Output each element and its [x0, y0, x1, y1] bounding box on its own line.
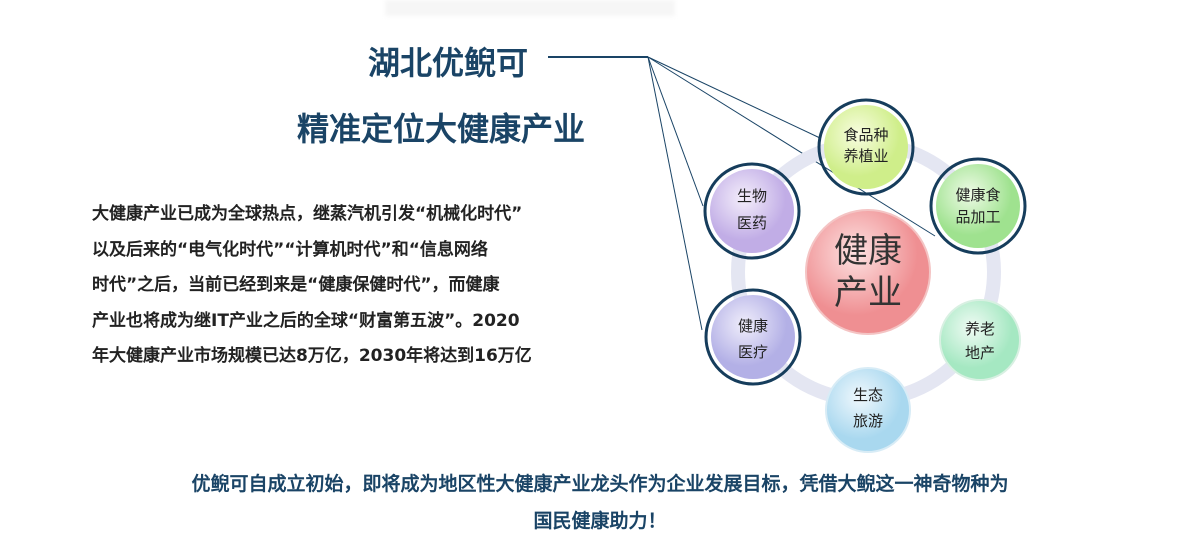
svg-text:医药: 医药: [737, 214, 767, 232]
subtitle: 精准定位大健康产业: [297, 110, 586, 148]
svg-text:生物: 生物: [737, 187, 767, 205]
svg-text:健康: 健康: [738, 317, 768, 335]
paragraph-line: 产业也将成为继IT产业之后的全球“财富第五波”。2020: [92, 310, 520, 331]
paragraph-line: 年大健康产业市场规模已达8万亿，2030年将达到16万亿: [92, 346, 532, 366]
svg-text:地产: 地产: [965, 344, 995, 362]
intro-paragraph: 大健康产业已成为全球热点，继蒸汽机引发“机械化时代” 以及后来的“电气化时代”“…: [92, 197, 632, 375]
top-banner-fade: [385, 0, 675, 16]
company-title: 湖北优鲵可: [368, 44, 529, 82]
svg-text:健康: 健康: [834, 231, 902, 271]
svg-text:旅游: 旅游: [853, 412, 883, 430]
center-node: 健康 产业: [805, 209, 931, 335]
paragraph-line: 大健康产业已成为全球热点，继蒸汽机引发“机械化时代”: [92, 204, 523, 224]
connector-lines: [647, 56, 936, 331]
svg-text:养老: 养老: [965, 320, 995, 338]
svg-text:食品种: 食品种: [843, 126, 888, 144]
node-health-food: 健康食 品加工: [929, 157, 1027, 255]
footer-line: 优鲵可自成立初始，即将成为地区性大健康产业龙头作为企业发展目标，凭借大鲵这一神奇…: [191, 473, 1009, 495]
svg-text:养植业: 养植业: [843, 147, 888, 165]
svg-text:医疗: 医疗: [738, 343, 768, 361]
paragraph-line: 以及后来的“电气化时代”“计算机时代”和“信息网络: [92, 239, 488, 260]
svg-text:健康食: 健康食: [955, 186, 1000, 204]
paragraph-line: 时代”之后，当前已经到来是“健康保健时代”，而健康: [92, 275, 500, 295]
node-eco-tourism: 生态 旅游: [825, 367, 911, 453]
node-food-planting: 食品种 养植业: [817, 98, 915, 196]
node-health-medical: 健康 医疗: [704, 288, 802, 386]
footer-line: 国民健康助力！: [533, 510, 667, 532]
svg-text:品加工: 品加工: [955, 208, 1000, 226]
node-bio-medicine: 生物 医药: [703, 162, 801, 260]
svg-text:生态: 生态: [853, 386, 883, 404]
footer-statement: 优鲵可自成立初始，即将成为地区性大健康产业龙头作为企业发展目标，凭借大鲵这一神奇…: [0, 466, 1200, 540]
node-elderly-realestate: 养老 地产: [939, 299, 1021, 381]
svg-text:产业: 产业: [834, 273, 902, 313]
